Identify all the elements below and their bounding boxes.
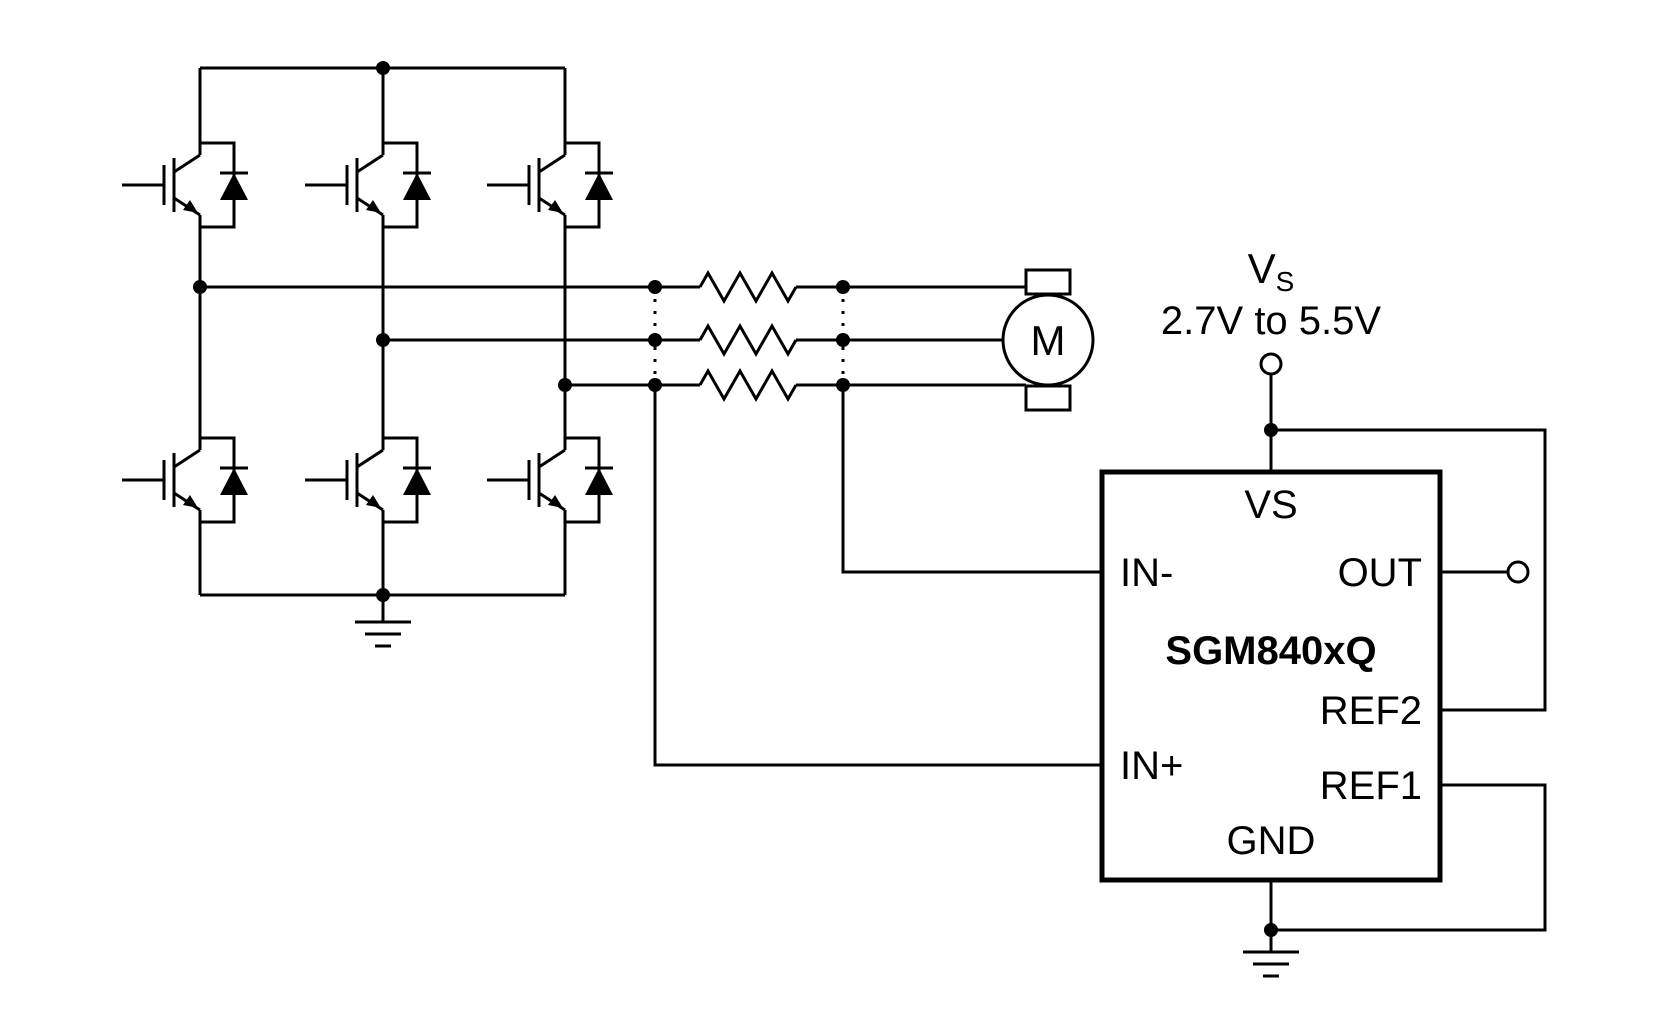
shunt-resistor-a <box>698 269 798 305</box>
part-number-label: SGM840xQ <box>1165 629 1376 673</box>
phase-lines <box>200 269 1026 403</box>
ic-ground-symbol <box>1241 950 1301 978</box>
motor-label: M <box>1031 317 1066 364</box>
pin-label-ref2: REF2 <box>1320 689 1422 733</box>
out-terminal <box>1506 560 1530 584</box>
supply-voltage-label: VS <box>1248 245 1295 297</box>
igbt-low-side-a <box>120 436 250 524</box>
pin-label-out: OUT <box>1338 551 1422 595</box>
supply-voltage-main: V <box>1248 245 1276 292</box>
inverter-bridge <box>120 61 615 648</box>
junction-dot <box>648 280 662 294</box>
ref2-wire <box>1271 428 1547 712</box>
pin-label-ref1: REF1 <box>1320 764 1422 808</box>
motor: M <box>1001 268 1095 412</box>
junction-dot <box>648 333 662 347</box>
pin-label-gnd: GND <box>1227 819 1316 863</box>
igbt-high-side-b <box>303 141 433 229</box>
pin-label-in-plus: IN+ <box>1120 744 1183 788</box>
pin-label-in-minus: IN- <box>1120 551 1173 595</box>
igbt-low-side-c <box>485 436 615 524</box>
junction-dot <box>1264 923 1278 937</box>
bridge-ground-symbol <box>353 620 413 648</box>
in-minus-wire <box>841 385 1102 574</box>
junction-dot <box>1264 423 1278 437</box>
ref1-wire <box>1271 783 1547 932</box>
supply-range-label: 2.7V to 5.5V <box>1161 299 1381 343</box>
motor-body <box>1001 293 1095 387</box>
igbt-high-side-c <box>485 141 615 229</box>
pin-label-vs: VS <box>1244 483 1297 527</box>
shunt-resistor-c <box>698 367 798 403</box>
junction-dot <box>836 333 850 347</box>
junction-dot <box>376 588 390 602</box>
vs-terminal <box>1259 352 1283 376</box>
current-sense-amplifier: VS 2.7V to 5.5V VS IN- OUT SGM840xQ REF2… <box>653 245 1547 978</box>
ic-body <box>1099 469 1443 883</box>
supply-voltage-subscript: S <box>1276 266 1295 297</box>
in-plus-wire <box>653 385 1102 767</box>
junction-dot <box>836 280 850 294</box>
igbt-high-side-a <box>120 141 250 229</box>
junction-dot <box>376 61 390 75</box>
shunt-resistor-b <box>698 322 798 358</box>
motor-terminal-bottom <box>1024 384 1072 412</box>
igbt-low-side-b <box>303 436 433 524</box>
motor-terminal-top <box>1024 268 1072 296</box>
